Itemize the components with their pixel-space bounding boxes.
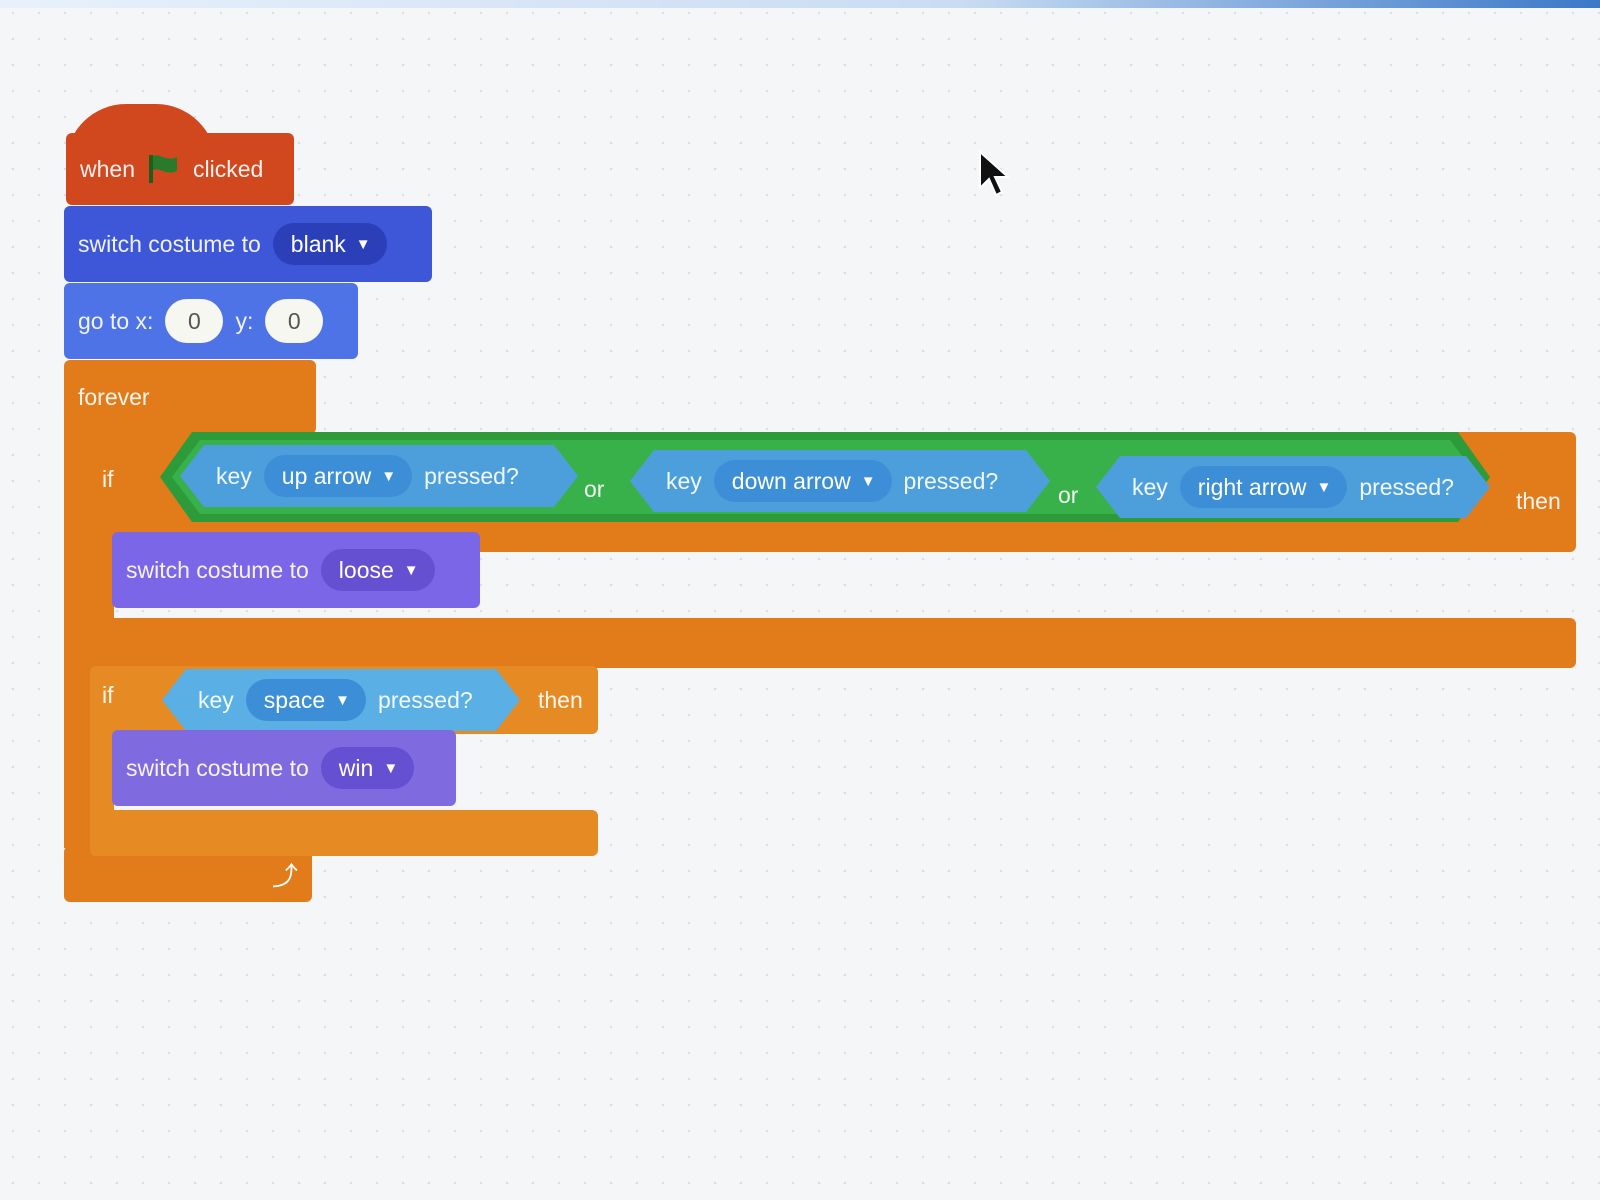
key-label: key [216, 462, 252, 489]
loop-arrow-icon: ⤴ [271, 861, 298, 891]
key-dropdown-down[interactable]: down arrow ▼ [714, 460, 892, 502]
key-value: space [263, 686, 326, 713]
pressed-label: pressed? [424, 462, 519, 489]
if-arm-2 [90, 730, 114, 814]
clicked-label: clicked [192, 155, 264, 182]
chevron-down-icon: ▼ [403, 561, 419, 579]
or-label-1: or [584, 476, 605, 502]
key-label: key [666, 467, 702, 494]
then-label-1: then [1516, 488, 1561, 514]
pressed-label: pressed? [1359, 473, 1454, 500]
key-dropdown-up[interactable]: up arrow ▼ [264, 455, 412, 497]
costume-value: blank [290, 230, 346, 257]
key-value: down arrow [731, 467, 851, 494]
chevron-down-icon: ▼ [355, 235, 371, 253]
forever-label: forever [78, 383, 150, 410]
key-pressed-right[interactable]: key right arrow ▼ pressed? [1096, 456, 1490, 518]
key-pressed-space[interactable]: key space ▼ pressed? [162, 669, 520, 731]
key-dropdown-space[interactable]: space ▼ [246, 679, 366, 721]
key-value: up arrow [281, 462, 372, 489]
if-bottom-2 [90, 810, 598, 856]
switch-costume-label: switch costume to [126, 754, 309, 781]
chevron-down-icon: ▼ [1316, 478, 1332, 496]
pressed-label: pressed? [378, 686, 473, 713]
costume-value: loose [338, 556, 394, 583]
window-top-strip [0, 0, 1600, 8]
if-label-2: if [102, 682, 114, 708]
costume-dropdown[interactable]: win ▼ [320, 747, 415, 789]
switch-costume-block-win[interactable]: switch costume to win ▼ [112, 730, 456, 806]
key-pressed-down[interactable]: key down arrow ▼ pressed? [630, 450, 1050, 512]
forever-block[interactable]: forever [64, 360, 316, 434]
if-bottom-1 [90, 618, 1576, 668]
green-flag-icon [148, 155, 177, 183]
key-dropdown-right[interactable]: right arrow ▼ [1180, 466, 1348, 508]
key-pressed-up[interactable]: key up arrow ▼ pressed? [180, 445, 578, 507]
chevron-down-icon: ▼ [860, 472, 876, 490]
key-label: key [1132, 473, 1168, 500]
chevron-down-icon: ▼ [383, 759, 399, 777]
chevron-down-icon: ▼ [381, 467, 397, 485]
mouse-pointer-icon [979, 150, 1011, 197]
y-input[interactable]: 0 [265, 299, 324, 343]
when-label: when [80, 155, 135, 182]
switch-costume-block-blank[interactable]: switch costume to blank ▼ [64, 206, 432, 282]
forever-arm [64, 420, 94, 848]
go-to-x-label: go to x: [78, 307, 154, 334]
if-label-1: if [102, 466, 114, 492]
if-arm-1 [90, 540, 114, 620]
go-to-xy-block[interactable]: go to x: 0 y: 0 [64, 283, 358, 359]
costume-value: win [338, 754, 374, 781]
switch-costume-label: switch costume to [126, 556, 309, 583]
x-input[interactable]: 0 [165, 299, 224, 343]
y-label: y: [235, 307, 254, 334]
costume-dropdown[interactable]: loose ▼ [320, 549, 435, 591]
chevron-down-icon: ▼ [335, 691, 351, 709]
key-value: right arrow [1197, 473, 1307, 500]
when-flag-clicked-block[interactable]: when clicked [66, 133, 294, 205]
key-label: key [198, 686, 234, 713]
pressed-label: pressed? [903, 467, 999, 494]
switch-costume-label: switch costume to [78, 230, 261, 257]
or-label-2: or [1058, 482, 1079, 508]
switch-costume-block-loose[interactable]: switch costume to loose ▼ [112, 532, 480, 608]
then-label-2: then [538, 687, 583, 713]
costume-dropdown[interactable]: blank ▼ [272, 223, 387, 265]
